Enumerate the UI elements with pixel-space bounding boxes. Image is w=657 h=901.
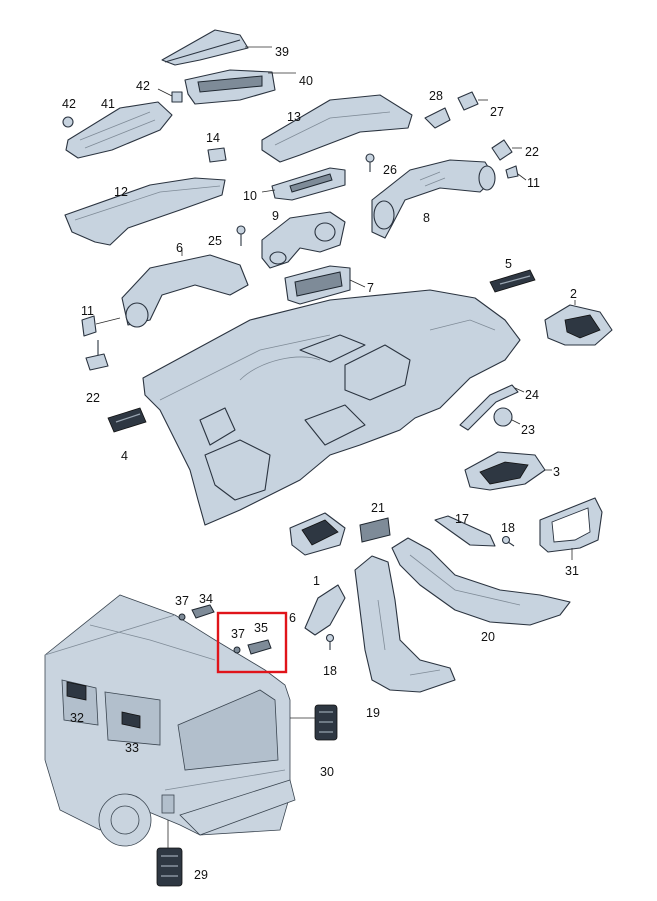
highlight-box xyxy=(216,611,288,674)
part-31: 31 xyxy=(539,497,603,578)
part-27: 27 xyxy=(457,91,504,119)
part-7: 7 xyxy=(284,265,374,305)
callout-9: 9 xyxy=(272,209,279,223)
callout-41: 41 xyxy=(101,97,115,111)
part-22-left: 22 xyxy=(85,340,109,405)
part-20: 20 xyxy=(391,537,571,644)
callout-33: 33 xyxy=(125,741,139,755)
callout-21: 21 xyxy=(371,501,385,515)
part-19: 19 xyxy=(354,555,456,720)
part-37-upper: 37 xyxy=(175,594,189,621)
part-35-highlighted: 35 xyxy=(247,621,272,655)
callout-35: 35 xyxy=(254,621,268,635)
part-11-left: 11 xyxy=(81,304,121,337)
part-42-clip: 42 xyxy=(136,79,183,103)
callout-11b: 11 xyxy=(81,304,94,318)
callout-34: 34 xyxy=(199,592,213,606)
part-37-highlighted: 37 xyxy=(231,627,245,654)
callout-37a: 37 xyxy=(175,594,189,608)
callout-29: 29 xyxy=(194,868,208,882)
part-2: 2 xyxy=(544,287,613,346)
callout-32: 32 xyxy=(70,711,84,725)
callout-2: 2 xyxy=(570,287,577,301)
callout-13: 13 xyxy=(287,110,301,124)
part-1: 1 xyxy=(289,512,346,588)
part-39: 39 xyxy=(161,29,289,66)
callout-6b: 6 xyxy=(289,611,296,625)
callout-28: 28 xyxy=(429,89,443,103)
part-8: 8 xyxy=(371,159,496,239)
part-9: 9 xyxy=(261,209,346,269)
part-22-upper: 22 xyxy=(491,139,539,161)
callout-4: 4 xyxy=(121,449,128,463)
callout-26: 26 xyxy=(383,163,397,177)
callout-25: 25 xyxy=(208,234,222,248)
part-4: 4 xyxy=(107,407,147,463)
part-5: 5 xyxy=(489,257,536,293)
callout-31: 31 xyxy=(565,564,579,578)
part-28: 28 xyxy=(424,89,451,129)
callout-23: 23 xyxy=(521,423,535,437)
part-18-lower: 18 xyxy=(323,633,337,678)
callout-8: 8 xyxy=(423,211,430,225)
part-30: 30 xyxy=(290,704,338,779)
part-41: 41 xyxy=(65,97,173,159)
van-rear-view xyxy=(44,594,296,847)
part-6-duct: 6 xyxy=(121,241,249,328)
callout-30: 30 xyxy=(320,765,334,779)
callout-17: 17 xyxy=(455,512,469,526)
callout-20: 20 xyxy=(481,630,495,644)
callout-14: 14 xyxy=(206,131,220,145)
callout-24: 24 xyxy=(525,388,539,402)
part-6-lower: 6 xyxy=(289,584,346,636)
part-42-nut: 42 xyxy=(62,97,76,128)
part-24: 24 xyxy=(459,384,539,431)
part-10: 10 xyxy=(243,167,346,203)
callout-6a: 6 xyxy=(176,241,183,255)
part-11-upper: 11 xyxy=(505,165,540,190)
part-34: 34 xyxy=(191,592,215,619)
part-13: 13 xyxy=(261,94,413,163)
dashboard-panel xyxy=(142,289,521,526)
part-3: 3 xyxy=(464,451,560,491)
part-18-upper: 18 xyxy=(501,521,515,547)
part-33: 33 xyxy=(121,711,141,755)
callout-11a: 11 xyxy=(527,176,540,190)
callout-12: 12 xyxy=(114,185,128,199)
part-17: 17 xyxy=(434,512,496,547)
callout-10: 10 xyxy=(243,189,257,203)
callout-42b: 42 xyxy=(62,97,76,111)
callout-18b: 18 xyxy=(323,664,337,678)
part-23: 23 xyxy=(493,407,535,437)
part-40: 40 xyxy=(184,69,313,105)
callout-42a: 42 xyxy=(136,79,150,93)
part-29: 29 xyxy=(156,820,208,887)
callout-37b: 37 xyxy=(231,627,245,641)
callout-18a: 18 xyxy=(501,521,515,535)
callout-19: 19 xyxy=(366,706,380,720)
part-14: 14 xyxy=(206,131,227,163)
part-26: 26 xyxy=(365,153,397,177)
callout-1: 1 xyxy=(313,574,320,588)
part-25: 25 xyxy=(208,225,246,248)
part-21: 21 xyxy=(359,501,391,543)
callout-40: 40 xyxy=(299,74,313,88)
callout-27: 27 xyxy=(490,105,504,119)
callout-39: 39 xyxy=(275,45,289,59)
callout-22a: 22 xyxy=(525,145,539,159)
part-12: 12 xyxy=(64,177,226,246)
part-32: 32 xyxy=(66,681,87,725)
callout-22b: 22 xyxy=(86,391,100,405)
callout-7: 7 xyxy=(367,281,374,295)
callout-3: 3 xyxy=(553,465,560,479)
callout-5: 5 xyxy=(505,257,512,271)
